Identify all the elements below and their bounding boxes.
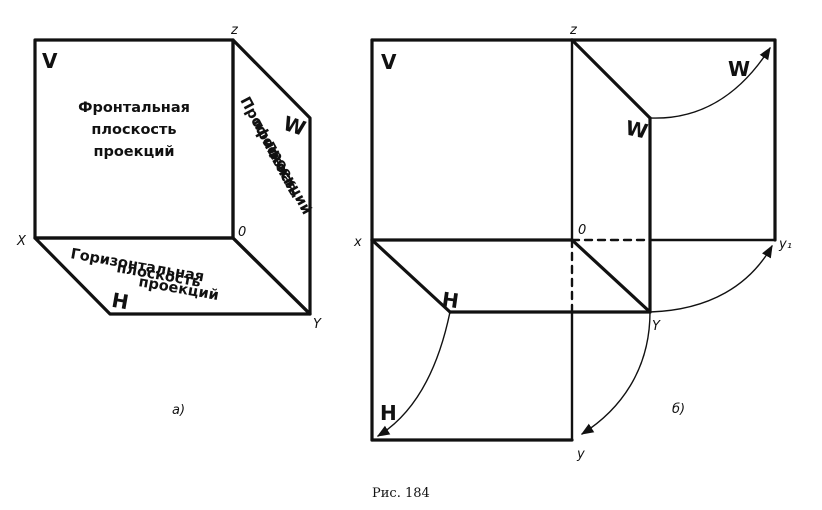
label-o-b: 0 [578,223,586,238]
label-w-in: W [623,116,650,144]
diagram-b: V W W H H z x 0 y₁ Y y б) [353,23,792,462]
label-x-b: x [353,235,362,250]
w-diagonal-top [570,38,652,120]
label-w-a: W [280,111,308,141]
diagram-a: V z X 0 Y Фронтальная плоскость проекций… [16,23,322,418]
figure-caption: Рис. 184 [372,486,430,501]
arc-y-down [580,311,651,435]
sub-label-b: б) [672,402,685,417]
label-o-a: 0 [238,225,246,240]
label-y-lower-b: y [576,447,585,462]
w-diagonal-bottom [570,238,652,314]
label-y-a: Y [313,317,322,332]
h-diagonal [370,238,452,314]
horizontal-plane [33,236,312,316]
frontal-text-3: проекций [93,144,174,160]
label-v-b: V [381,50,397,74]
label-v-a: V [42,49,58,73]
label-h-a: H [110,288,131,315]
label-h-out: H [380,401,397,425]
arc-h-down [376,311,451,437]
label-y-b: Y [652,319,661,334]
sub-label-a: а) [172,403,185,418]
arc-w-up [649,46,771,119]
frontal-plane [33,38,235,240]
label-z-a: z [230,23,239,38]
label-w-out: W [728,57,750,81]
label-h-in: H [440,287,460,313]
label-x-a: X [16,234,27,249]
profile-plane [231,38,312,316]
frontal-text-1: Фронтальная [78,100,190,116]
frontal-text-2: плоскость [91,122,176,138]
arc-y-to-y1 [649,244,773,313]
label-z-b: z [569,23,578,38]
label-y1-b: y₁ [778,237,792,252]
profile-line-3: проекций [262,138,314,217]
